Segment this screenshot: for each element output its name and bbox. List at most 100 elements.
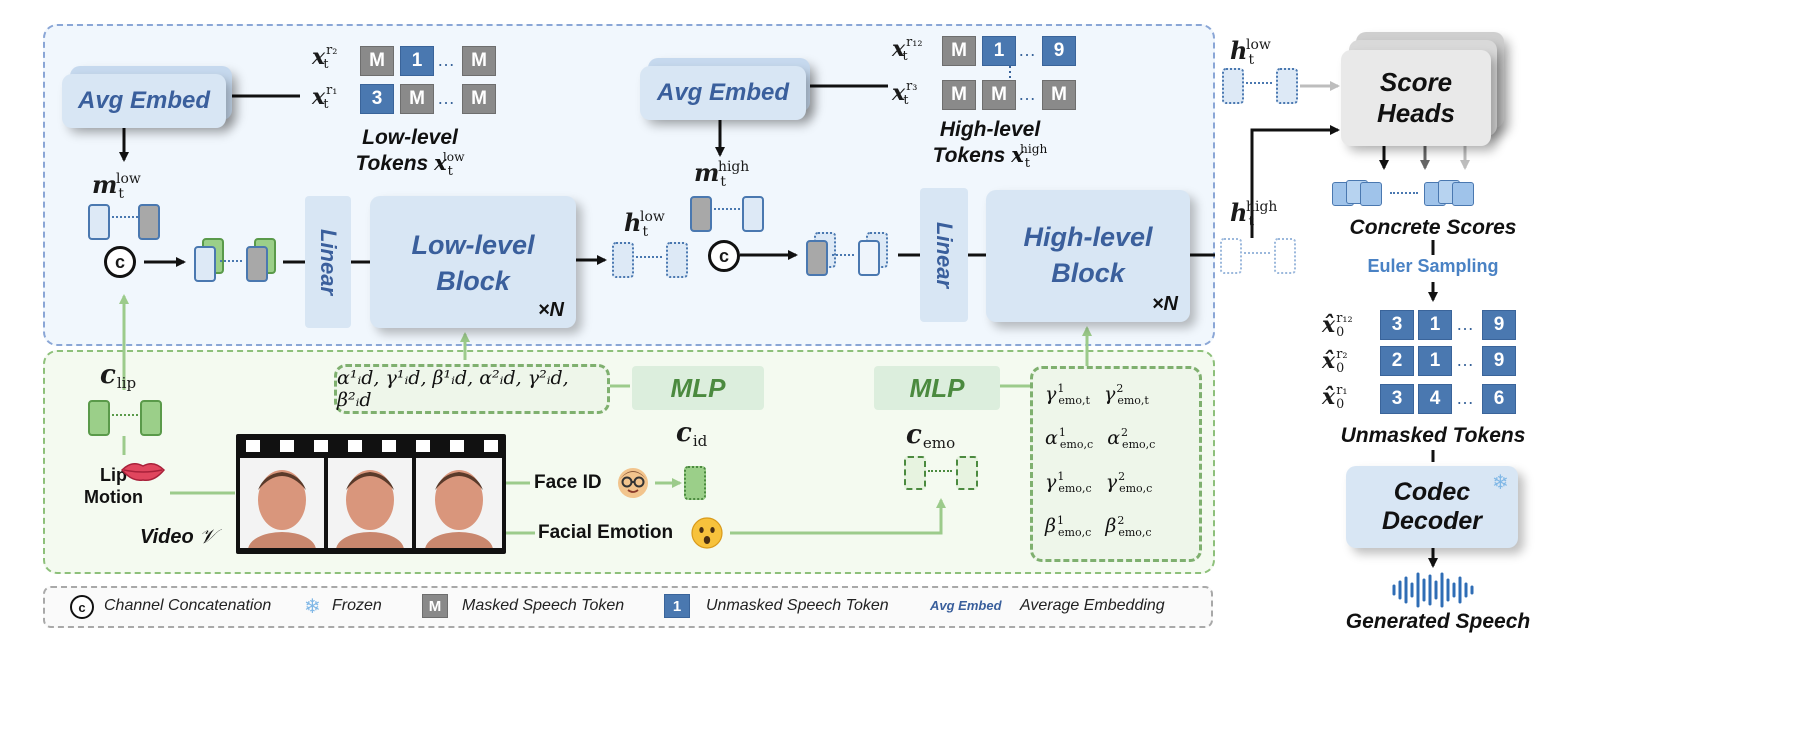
mlp-id: MLP [632, 366, 764, 410]
h-high-right-embed [1220, 238, 1300, 274]
frozen-snowflake-icon: ❄ [1492, 472, 1509, 494]
c-id-symbol: cid [676, 418, 708, 451]
h-high-right-symbol: hthigh [1230, 198, 1278, 230]
avg-embed-high-label: Avg Embed [656, 79, 790, 106]
x-r3-high-symbol: xr₃t [892, 79, 918, 109]
out-r1-ellipsis: … [1456, 388, 1475, 408]
legend-masked-text: Masked Speech Token [462, 597, 625, 614]
high-r3-token-1: M [942, 80, 976, 110]
legend-frozen-icon: ❄ [304, 596, 321, 618]
score-heads: Score Heads [1341, 50, 1491, 146]
avg-embed-low-label: Avg Embed [77, 87, 211, 114]
video-filmstrip [236, 434, 506, 568]
concat-low-icon: c [104, 246, 136, 278]
emo-params-box: γ1emo,t γ2emo,t α1emo,c α2emo,c γ1emo,c … [1030, 366, 1202, 562]
c-lip-symbol: clip [100, 360, 137, 393]
legend-avg-text: Average Embedding [1020, 597, 1165, 614]
id-params-text: α¹ᵢd, γ¹ᵢd, β¹ᵢd, α²ᵢd, γ²ᵢd, β²ᵢd [337, 367, 569, 411]
face-id-label: Face ID [534, 472, 602, 493]
low-r1-token-1: 3 [360, 84, 394, 114]
h-low-mid-embed [612, 242, 692, 278]
surprised-face-icon [691, 517, 723, 549]
x-r1-low-symbol: xr₁t [312, 83, 338, 113]
h-low-mid-symbol: htlow [624, 208, 665, 240]
out-r12-symbol: x̂0r₁₂ [1322, 311, 1353, 341]
video-frame-3 [416, 458, 502, 568]
c-id-embed [684, 466, 706, 500]
low-r2-token-2: 1 [400, 46, 434, 76]
out-r1-symbol: x̂0r₁ [1322, 383, 1348, 413]
mlp-emo: MLP [874, 366, 1000, 410]
low-level-block: Low-level Block ×N [370, 196, 576, 328]
emo-params-row-3: γ1emo,c γ2emo,c [1045, 469, 1153, 495]
c-emo-symbol: cemo [906, 420, 956, 453]
low-tokens-caption: Low-level Tokens xtlow [355, 126, 465, 179]
x-r2-low-symbol: xr₂t [312, 43, 338, 73]
avg-embed-high: Avg Embed [640, 66, 806, 120]
low-r1-ellipsis: … [437, 88, 456, 108]
face-glasses-icon [618, 468, 648, 498]
low-block-label-2: Block [436, 266, 510, 296]
facial-emotion-label: Facial Emotion [538, 522, 674, 543]
legend-unmasked-token: 1 [664, 594, 690, 618]
m-high-symbol: mthigh [694, 158, 750, 190]
legend-concat-text: Channel Concatenation [104, 597, 272, 614]
high-r12-token-3: 9 [1042, 36, 1076, 66]
avg-embed-low: Avg Embed [62, 74, 226, 128]
out-r1-token-3: 6 [1482, 384, 1516, 414]
emo-params-row-1: γ1emo,t γ2emo,t [1045, 381, 1149, 407]
linear-low: Linear [305, 196, 351, 328]
codec-decoder-label-2: Decoder [1381, 507, 1483, 535]
high-tokens-caption: High-level Tokens xthigh [932, 118, 1048, 171]
generated-speech-caption: Generated Speech [1345, 610, 1531, 633]
out-r1-token-2: 4 [1418, 384, 1452, 414]
out-r12-token-1: 3 [1380, 310, 1414, 340]
m-low-embed [88, 204, 168, 240]
low-block-times-n: ×N [537, 299, 564, 321]
m-high-embed [690, 196, 770, 232]
video-label: Video 𝒱 [140, 524, 216, 548]
score-heads-label-1: Score [1379, 67, 1453, 97]
out-r12-ellipsis: … [1456, 314, 1475, 334]
h-low-right-embed [1222, 68, 1302, 104]
emo-params-row-2: α1emo,c α2emo,c [1045, 425, 1156, 451]
legend-unmasked-text: Unmasked Speech Token [706, 597, 889, 614]
out-r2-symbol: x̂0r₂ [1322, 347, 1348, 377]
out-r2-token-2: 1 [1418, 346, 1452, 376]
low-r1-token-3: M [462, 84, 496, 114]
high-r3-token-2: M [982, 80, 1016, 110]
high-r12-token-2: 1 [982, 36, 1016, 66]
codec-decoder: Codec Decoder [1346, 466, 1518, 548]
score-heads-label-2: Heads [1376, 98, 1456, 128]
concat-low-embed [192, 238, 282, 284]
out-r12-token-2: 1 [1418, 310, 1452, 340]
legend-concat-icon: c [70, 595, 94, 619]
out-r1-token-1: 3 [1380, 384, 1414, 414]
lip-motion-label: Lip Motion [84, 465, 143, 507]
out-r12-token-3: 9 [1482, 310, 1516, 340]
x-r12-high-symbol: xr₁₂t [892, 35, 923, 65]
legend [43, 586, 1213, 628]
video-frame-1 [240, 458, 324, 568]
concrete-scores-icons [1332, 178, 1502, 210]
low-block-label-1: Low-level [411, 230, 535, 260]
waveform-icon [1392, 572, 1474, 608]
high-r3-token-3: M [1042, 80, 1076, 110]
emo-params-row-4: β1emo,c β2emo,c [1045, 513, 1152, 539]
high-block-label-2: Block [1051, 258, 1125, 288]
c-emo-embed [904, 456, 984, 492]
out-r2-token-3: 9 [1482, 346, 1516, 376]
lips-icon [120, 463, 166, 482]
high-r3-ellipsis: … [1018, 84, 1037, 104]
id-params-box: α¹ᵢd, γ¹ᵢd, β¹ᵢd, α²ᵢd, γ²ᵢd, β²ᵢd [334, 364, 610, 414]
low-r2-token-3: M [462, 46, 496, 76]
linear-high: Linear [920, 188, 968, 322]
legend-masked-token: M [422, 594, 448, 618]
out-r2-token-1: 2 [1380, 346, 1414, 376]
high-level-block: High-level Block ×N [986, 190, 1190, 322]
c-lip-embed [88, 400, 168, 436]
out-r2-ellipsis: … [1456, 350, 1475, 370]
high-block-times-n: ×N [1151, 293, 1178, 315]
m-low-symbol: mtlow [92, 170, 141, 202]
